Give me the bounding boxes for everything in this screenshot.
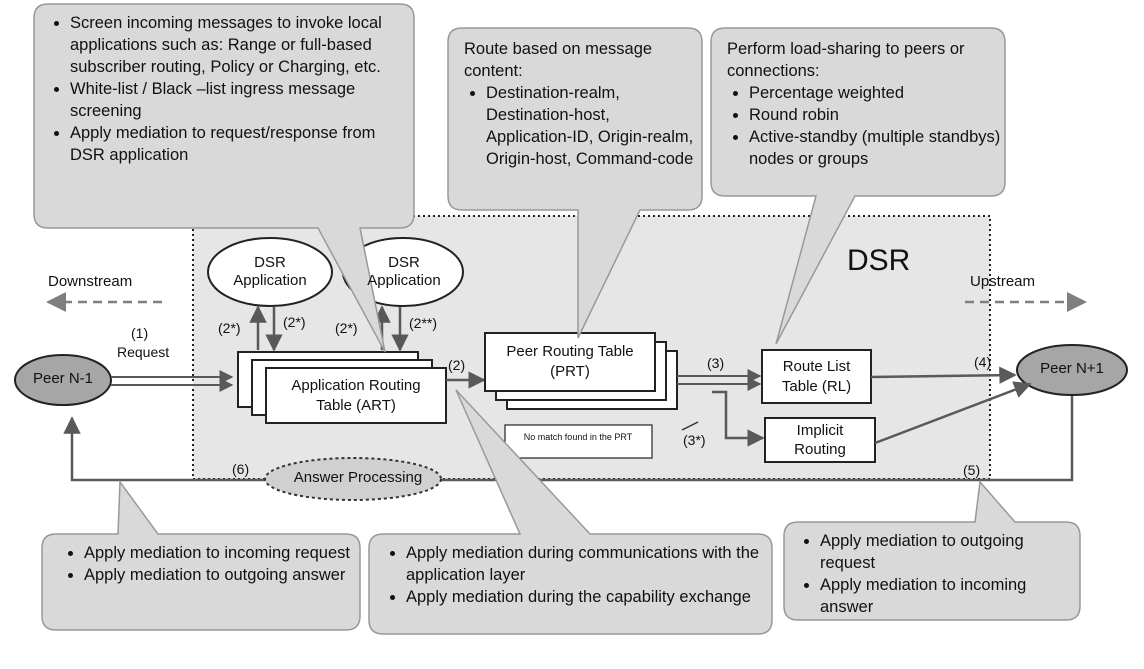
answer-processing-node	[264, 457, 442, 501]
callout-top-left-item: Apply mediation to request/response from…	[70, 122, 410, 166]
callout-top-mid-bubble	[447, 27, 703, 339]
step-6-label: (6)	[232, 461, 250, 477]
step-2-label: (2)	[448, 357, 466, 373]
step-3-label: (3)	[707, 355, 725, 371]
callout-bottom-right-item: Apply mediation to outgoing request	[820, 530, 1076, 574]
callout-bottom-left-text: Apply mediation to incoming request Appl…	[62, 542, 354, 586]
callout-bottom-left-item: Apply mediation to incoming request	[84, 542, 354, 564]
answer-processing-label: Answer Processing	[293, 469, 423, 486]
dsr-label: DSR	[847, 244, 911, 277]
step-1-request-label: Request	[117, 344, 170, 360]
callout-bottom-mid-text: Apply mediation during communications wi…	[384, 542, 768, 608]
peer-left-node	[14, 354, 112, 406]
step-3a-tick	[681, 421, 699, 431]
implicit-to-peer-arrow	[874, 381, 1032, 445]
prt-box	[484, 332, 656, 392]
callout-top-right-list: Percentage weighted Round robin Active-s…	[727, 82, 1001, 170]
upstream-label: Upstream	[970, 273, 1036, 290]
callout-top-right-item: Active-standby (multiple standbys) nodes…	[749, 126, 1001, 170]
callout-bottom-mid-list: Apply mediation during communications wi…	[384, 542, 768, 608]
callout-bottom-left-list: Apply mediation to incoming request Appl…	[62, 542, 354, 586]
callout-top-mid-intro: Route based on message content:	[464, 40, 653, 80]
callout-bottom-mid-item: Apply mediation during communications wi…	[406, 542, 768, 586]
callout-bottom-right-bubble	[783, 480, 1081, 621]
callout-top-left-bubble	[33, 3, 415, 353]
prt-to-implicit-arrow	[712, 390, 765, 447]
callout-top-mid-list: Destination-realm, Destination-host, App…	[464, 82, 698, 170]
peer-right-node	[1016, 344, 1128, 396]
callout-bottom-right-item: Apply mediation to incoming answer	[820, 574, 1076, 618]
step-5-label: (5)	[963, 462, 981, 478]
no-match-label: No match found in the PRT	[523, 432, 633, 442]
step-2b-label: (2*)	[283, 314, 306, 330]
callout-bottom-right-list: Apply mediation to outgoing request Appl…	[798, 530, 1076, 618]
step-2a-label: (2*)	[218, 320, 241, 336]
art-box	[265, 367, 447, 424]
dsr-app-1-node	[207, 237, 333, 307]
answer-return-line	[63, 393, 1074, 482]
callout-top-left-text: Screen incoming messages to invoke local…	[48, 12, 410, 166]
callout-bottom-right-text: Apply mediation to outgoing request Appl…	[798, 530, 1076, 618]
callout-bottom-mid-item: Apply mediation during the capability ex…	[406, 586, 768, 608]
callout-top-mid-text: Route based on message content: Destinat…	[464, 38, 698, 170]
step-4-label: (4)	[974, 354, 992, 370]
rl-label: Route List Table (RL)	[781, 358, 852, 395]
callout-top-left-item: Screen incoming messages to invoke local…	[70, 12, 410, 78]
callout-bottom-mid-bubble	[368, 389, 773, 635]
peer-right-label: Peer N+1	[1040, 360, 1104, 377]
callout-top-left-item: White-list / Black –list ingress message…	[70, 78, 410, 122]
callout-top-mid-item: Destination-realm, Destination-host, App…	[486, 82, 698, 170]
callout-top-right-text: Perform load-sharing to peers or connect…	[727, 38, 1001, 170]
rl-to-peer-arrow	[870, 366, 1017, 384]
step-1-label: (1)	[131, 325, 149, 341]
peer-left-label: Peer N-1	[32, 370, 94, 387]
callout-top-right-bubble	[710, 27, 1006, 345]
prt-label: Peer Routing Table (PRT)	[506, 343, 634, 380]
callout-top-right-item: Round robin	[749, 104, 1001, 126]
callout-top-right-intro: Perform load-sharing to peers or connect…	[727, 40, 965, 80]
implicit-routing-box	[764, 417, 876, 463]
callout-top-left-list: Screen incoming messages to invoke local…	[48, 12, 410, 166]
step-2d-label: (2**)	[409, 315, 438, 331]
dsr-app-1-label: DSR Application	[233, 254, 307, 289]
dsr-app-2-label: DSR Application	[367, 254, 441, 289]
art-label: Application Routing Table (ART)	[291, 377, 421, 414]
callout-bottom-left-bubble	[41, 479, 361, 631]
step-3a-label: (3*)	[683, 432, 706, 448]
no-match-box	[504, 424, 653, 459]
step-2c-label: (2*)	[335, 320, 358, 336]
downstream-label: Downstream	[48, 273, 133, 290]
callout-top-right-item: Percentage weighted	[749, 82, 1001, 104]
callout-bottom-left-item: Apply mediation to outgoing answer	[84, 564, 354, 586]
implicit-routing-label: Implicit Routing	[794, 422, 846, 458]
